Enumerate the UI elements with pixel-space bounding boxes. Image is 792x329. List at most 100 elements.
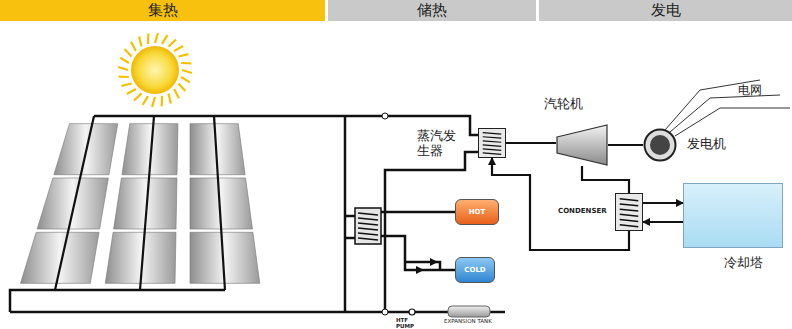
receiver-tube <box>55 116 94 290</box>
cold-tank: COLD <box>455 257 495 283</box>
coil-turn <box>620 199 639 201</box>
sun-rays <box>118 33 192 107</box>
grid-lines <box>665 80 790 136</box>
expansion-tank-body <box>448 306 490 317</box>
generator-ring <box>645 130 676 161</box>
steam-generator: 蒸汽发生器 <box>478 128 506 158</box>
part-label: EXPANSION TANK <box>444 318 492 324</box>
cooling-tower: 冷却塔 <box>683 183 783 248</box>
receiver-tube <box>140 116 154 290</box>
coil <box>358 213 378 240</box>
coil-turn <box>483 137 502 138</box>
pump-arrow <box>430 258 438 266</box>
pipe-connector <box>506 142 556 144</box>
sun-ray <box>155 33 158 43</box>
sun-ray <box>147 34 149 44</box>
coil-turn <box>358 213 378 215</box>
part-label: CONDENSER <box>558 207 607 215</box>
section-band: 储热 <box>328 0 536 21</box>
part-label: 电网 <box>738 84 762 97</box>
drawing-part <box>381 211 455 214</box>
htf-piping <box>10 116 505 312</box>
sun-ray <box>152 97 155 107</box>
coil-turn <box>620 204 639 206</box>
coil-turn <box>620 209 639 211</box>
drawing-part <box>345 215 355 218</box>
hot-tank: HOT <box>455 199 499 225</box>
part-label: 发电机 <box>687 137 726 152</box>
coil-turn <box>483 149 502 150</box>
sun-ray <box>162 35 167 44</box>
coil-turn <box>358 233 378 235</box>
section-band: 集热 <box>0 0 325 21</box>
pipe-connector <box>643 221 683 223</box>
coil-turn <box>483 153 502 154</box>
coil-turn <box>358 228 378 230</box>
drawing-part <box>345 237 355 240</box>
sun-ray <box>120 58 129 63</box>
coil-turn <box>483 141 502 142</box>
pipe-connector <box>643 202 683 204</box>
node-label: 储热 <box>417 1 447 20</box>
sun-ray <box>174 89 179 98</box>
sun-ray <box>174 46 183 51</box>
sun-ray <box>182 70 192 73</box>
generator-core <box>650 135 670 155</box>
section-band: 发电 <box>539 0 792 21</box>
coil-turn <box>483 133 502 134</box>
sun-ray <box>178 54 188 56</box>
pump-arrow <box>416 266 424 274</box>
pipe-connector <box>582 166 629 193</box>
sun-ray <box>125 49 132 57</box>
htf-pump <box>409 309 415 315</box>
sun-ray <box>118 67 128 70</box>
node-label: 集热 <box>148 1 178 20</box>
coil-turn <box>620 225 639 227</box>
part-label: HTF PUMP <box>396 317 412 329</box>
sun-ray <box>169 40 177 47</box>
condenser: CONDENSER <box>615 193 643 231</box>
trough-collectors <box>21 116 260 290</box>
part-label: 冷却塔 <box>724 256 763 271</box>
sun-ray <box>134 93 142 100</box>
drawing-part <box>381 236 455 270</box>
node-label: HOT <box>469 208 486 216</box>
sun-ray <box>161 96 163 106</box>
sun-ray <box>122 84 132 86</box>
sun-ray <box>139 37 141 47</box>
drawing-part <box>10 290 225 312</box>
generator: 发电机 <box>643 128 677 162</box>
coil-turn <box>358 238 378 240</box>
sun-ray <box>119 76 129 78</box>
coil-turn <box>358 223 378 225</box>
coil-symbol <box>616 194 642 230</box>
receiver-tube <box>214 116 225 290</box>
coil-turn <box>620 220 639 222</box>
pipe-valve <box>382 309 388 315</box>
drawing-part <box>670 95 780 132</box>
sun-ray <box>181 77 190 82</box>
trough-mirror <box>37 178 108 229</box>
pipe-valve <box>382 113 388 119</box>
drawing-part <box>385 152 478 312</box>
trough-mirror <box>21 232 100 283</box>
pipe-connector <box>608 144 643 146</box>
steam-turbine: 汽轮机 <box>556 124 608 166</box>
sun-ray <box>127 89 136 94</box>
coil-symbol <box>479 129 505 157</box>
sun-ray <box>178 84 185 92</box>
coil-turn <box>358 218 378 220</box>
node-label: 发电 <box>651 1 681 20</box>
part-label: 汽轮机 <box>544 97 583 112</box>
generator-symbol <box>643 128 677 162</box>
storage-heat-exchanger <box>355 208 381 244</box>
pipe-connector <box>492 158 629 250</box>
sun-ray <box>143 96 148 105</box>
sun-ray <box>181 62 191 64</box>
expansion-tank: EXPANSION TANK <box>448 306 490 317</box>
sun <box>131 46 179 94</box>
coil-turn <box>483 145 502 146</box>
node-label: COLD <box>464 266 485 274</box>
